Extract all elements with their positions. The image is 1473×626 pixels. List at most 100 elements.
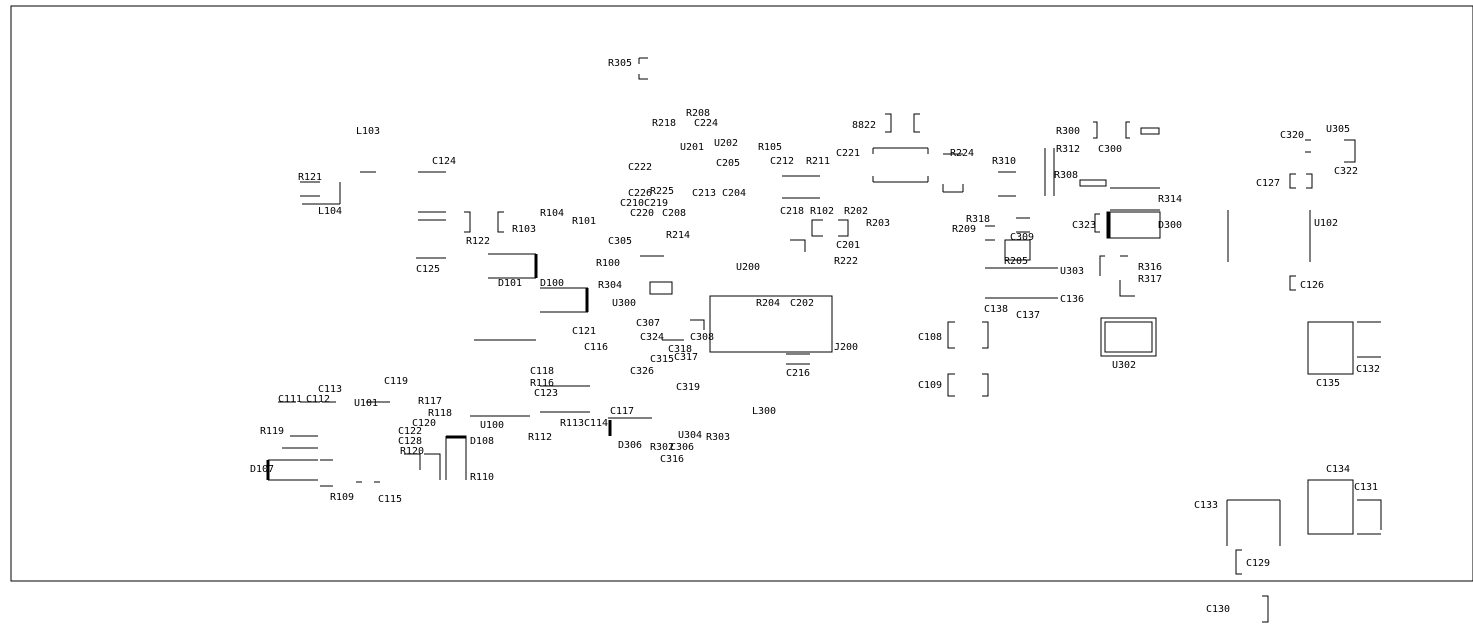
ref-label: C323 <box>1072 220 1096 231</box>
ref-label: R100 <box>596 258 620 269</box>
ref-label: R209 <box>952 224 976 235</box>
ref-label: C308 <box>690 332 714 343</box>
ref-label: C122 <box>398 426 422 437</box>
ref-label: R116 <box>530 378 554 389</box>
ref-label: R112 <box>528 432 552 443</box>
ref-label: U202 <box>714 138 738 149</box>
ref-label: C124 <box>432 156 456 167</box>
ref-label: L104 <box>318 206 342 217</box>
ref-label: R225 <box>650 186 674 197</box>
ref-label: R214 <box>666 230 690 241</box>
ref-label: D101 <box>498 278 522 289</box>
ref-label: C320 <box>1280 130 1304 141</box>
ref-label: L103 <box>356 126 380 137</box>
ref-label: U304 <box>678 430 702 441</box>
ref-label: C305 <box>608 236 632 247</box>
ref-label: C317 <box>674 352 698 363</box>
ref-label: D107 <box>250 464 274 475</box>
ref-label: C135 <box>1316 378 1340 389</box>
ref-label: C306 <box>670 442 694 453</box>
ref-label: R318 <box>966 214 990 225</box>
ref-label: R302 <box>650 442 674 453</box>
ref-label: C134 <box>1326 464 1350 475</box>
ref-label: R208 <box>686 108 710 119</box>
ref-label: C219 <box>644 198 668 209</box>
ref-label: C213 <box>692 188 716 199</box>
ref-label: C120 <box>412 418 436 429</box>
ref-label: C315 <box>650 354 674 365</box>
ref-label: C201 <box>836 240 860 251</box>
ref-label: R305 <box>608 58 632 69</box>
ref-label: R119 <box>260 426 284 437</box>
ref-label: D300 <box>1158 220 1182 231</box>
ref-label: C322 <box>1334 166 1358 177</box>
ref-label: L300 <box>752 406 776 417</box>
ref-label: C116 <box>584 342 608 353</box>
ref-label: C127 <box>1256 178 1280 189</box>
ref-label: U300 <box>612 298 636 309</box>
ref-label: R121 <box>298 172 322 183</box>
ref-label: C208 <box>662 208 686 219</box>
ref-label: C324 <box>640 332 664 343</box>
ref-label: R224 <box>950 148 974 159</box>
ref-label: C224 <box>694 118 718 129</box>
ref-label: R222 <box>834 256 858 267</box>
ref-label: C118 <box>530 366 554 377</box>
ref-label: R303 <box>706 432 730 443</box>
ref-label: R304 <box>598 280 622 291</box>
ref-label: C137 <box>1016 310 1040 321</box>
ref-label: R118 <box>428 408 452 419</box>
ref-label: U200 <box>736 262 760 273</box>
ref-label: R101 <box>572 216 596 227</box>
ref-label: C133 <box>1194 500 1218 511</box>
ref-label: C220 <box>630 208 654 219</box>
ref-label: C112 <box>306 394 330 405</box>
ref-label: R316 <box>1138 262 1162 273</box>
ref-label: C126 <box>1300 280 1324 291</box>
ref-label: D108 <box>470 436 494 447</box>
ref-label: U302 <box>1112 360 1136 371</box>
ref-label: R312 <box>1056 144 1080 155</box>
ref-label: C221 <box>836 148 860 159</box>
ref-label: C121 <box>572 326 596 337</box>
ref-label: D306 <box>618 440 642 451</box>
ref-label: C222 <box>628 162 652 173</box>
ref-label: 8822 <box>852 120 876 131</box>
ref-label: U201 <box>680 142 704 153</box>
ref-label: R110 <box>470 472 494 483</box>
ref-label: C108 <box>918 332 942 343</box>
ref-label: R103 <box>512 224 536 235</box>
ref-label: C138 <box>984 304 1008 315</box>
reference-labels: R305 R208 C224 R218 U202 U201 C222 R105 … <box>250 58 1380 615</box>
ref-label: R102 <box>810 206 834 217</box>
ref-label: C131 <box>1354 482 1378 493</box>
ref-label: R310 <box>992 156 1016 167</box>
ref-label: R204 <box>756 298 780 309</box>
ref-label: C123 <box>534 388 558 399</box>
ref-label: J200 <box>834 342 858 353</box>
ref-label: R218 <box>652 118 676 129</box>
ref-label: C125 <box>416 264 440 275</box>
ref-label: C318 <box>668 344 692 355</box>
ref-label: C319 <box>676 382 700 393</box>
ref-label: U303 <box>1060 266 1084 277</box>
ref-label: C111 <box>278 394 302 405</box>
ref-label: C212 <box>770 156 794 167</box>
ref-label: R314 <box>1158 194 1182 205</box>
ref-label: R104 <box>540 208 564 219</box>
ref-label: C136 <box>1060 294 1084 305</box>
ref-label: C109 <box>918 380 942 391</box>
ref-label: U101 <box>354 398 378 409</box>
component-outlines <box>266 57 1382 623</box>
ref-label: U102 <box>1314 218 1338 229</box>
ref-label: C128 <box>398 436 422 447</box>
ref-label: C326 <box>630 366 654 377</box>
ref-label: C114 <box>584 418 608 429</box>
ref-label: R122 <box>466 236 490 247</box>
ref-label: R120 <box>400 446 424 457</box>
ref-label: C210 <box>620 198 644 209</box>
ref-label: C117 <box>610 406 634 417</box>
ref-label: R211 <box>806 156 830 167</box>
ref-label: R117 <box>418 396 442 407</box>
